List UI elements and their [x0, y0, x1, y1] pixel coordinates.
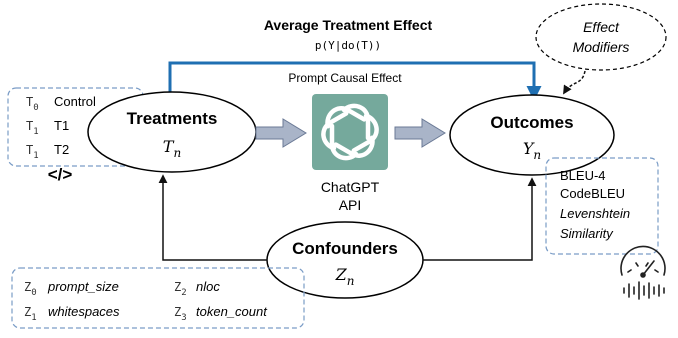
svg-text:whitespaces: whitespaces [48, 304, 120, 319]
svg-text:T2: T2 [54, 142, 69, 157]
svg-text:Z1: Z1 [24, 305, 37, 323]
treatment-item-1: T1 T1 [26, 118, 69, 137]
svg-text:Control: Control [54, 94, 96, 109]
svg-text:T0: T0 [26, 95, 39, 113]
treatment-item-2: T1 T2 [26, 142, 69, 161]
effect-modifiers-line1: Effect [583, 19, 620, 35]
svg-text:token_count: token_count [196, 304, 268, 319]
effect-modifiers-arrow [563, 70, 586, 95]
confounders-var: Zn [335, 265, 355, 288]
metric-similarity: Similarity [560, 226, 614, 241]
svg-text:Z0: Z0 [24, 280, 37, 298]
svg-text:T1: T1 [54, 118, 69, 133]
svg-text:nloc: nloc [196, 279, 220, 294]
svg-text:T1: T1 [26, 119, 39, 137]
svg-text:T1: T1 [26, 143, 39, 161]
confounder-item-0: Z0 prompt_size [24, 279, 119, 298]
treatment-item-0: T0 Control [26, 94, 96, 113]
prompt-causal-effect-label: Prompt Causal Effect [288, 71, 402, 85]
svg-text:prompt_size: prompt_size [47, 279, 119, 294]
api-to-outcomes-arrow [394, 118, 446, 148]
outcomes-metrics-box [545, 157, 659, 255]
confounder-item-3: Z3 token_count [174, 304, 268, 323]
confounder-item-1: Z2 nloc [174, 279, 220, 298]
confounders-to-treatments-arrow [158, 174, 267, 261]
confounders-node [266, 221, 424, 299]
treatments-var: Tn [163, 137, 181, 160]
metric-levenshtein: Levenshtein [560, 206, 630, 221]
confounder-item-2: Z1 whitespaces [24, 304, 120, 323]
metric-codebleu: CodeBLEU [560, 186, 625, 201]
effect-modifiers-cloud [535, 3, 667, 71]
code-icon: </> [48, 165, 73, 184]
effect-modifiers-line2: Modifiers [573, 39, 630, 55]
ate-formula: p(Y|do(T)) [315, 39, 381, 52]
outcomes-var: Yn [523, 139, 541, 162]
treatments-title: Treatments [127, 109, 218, 128]
outcomes-node [449, 94, 615, 176]
speedometer-icon [620, 245, 666, 300]
ate-arrow [168, 61, 542, 101]
outcomes-title: Outcomes [490, 113, 573, 132]
ate-title: Average Treatment Effect [264, 17, 433, 33]
treatments-node [87, 91, 257, 173]
confounders-detail-box [11, 267, 305, 329]
api-label: API [339, 197, 362, 213]
chatgpt-label: ChatGPT [321, 179, 380, 195]
openai-logo-icon [312, 94, 388, 170]
treatments-to-api-arrow [255, 118, 307, 148]
svg-text:Z2: Z2 [174, 280, 187, 298]
svg-text:Z3: Z3 [174, 305, 187, 323]
confounders-to-outcomes-arrow [423, 177, 537, 261]
confounders-title: Confounders [292, 239, 398, 258]
metric-bleu: BLEU-4 [560, 168, 606, 183]
